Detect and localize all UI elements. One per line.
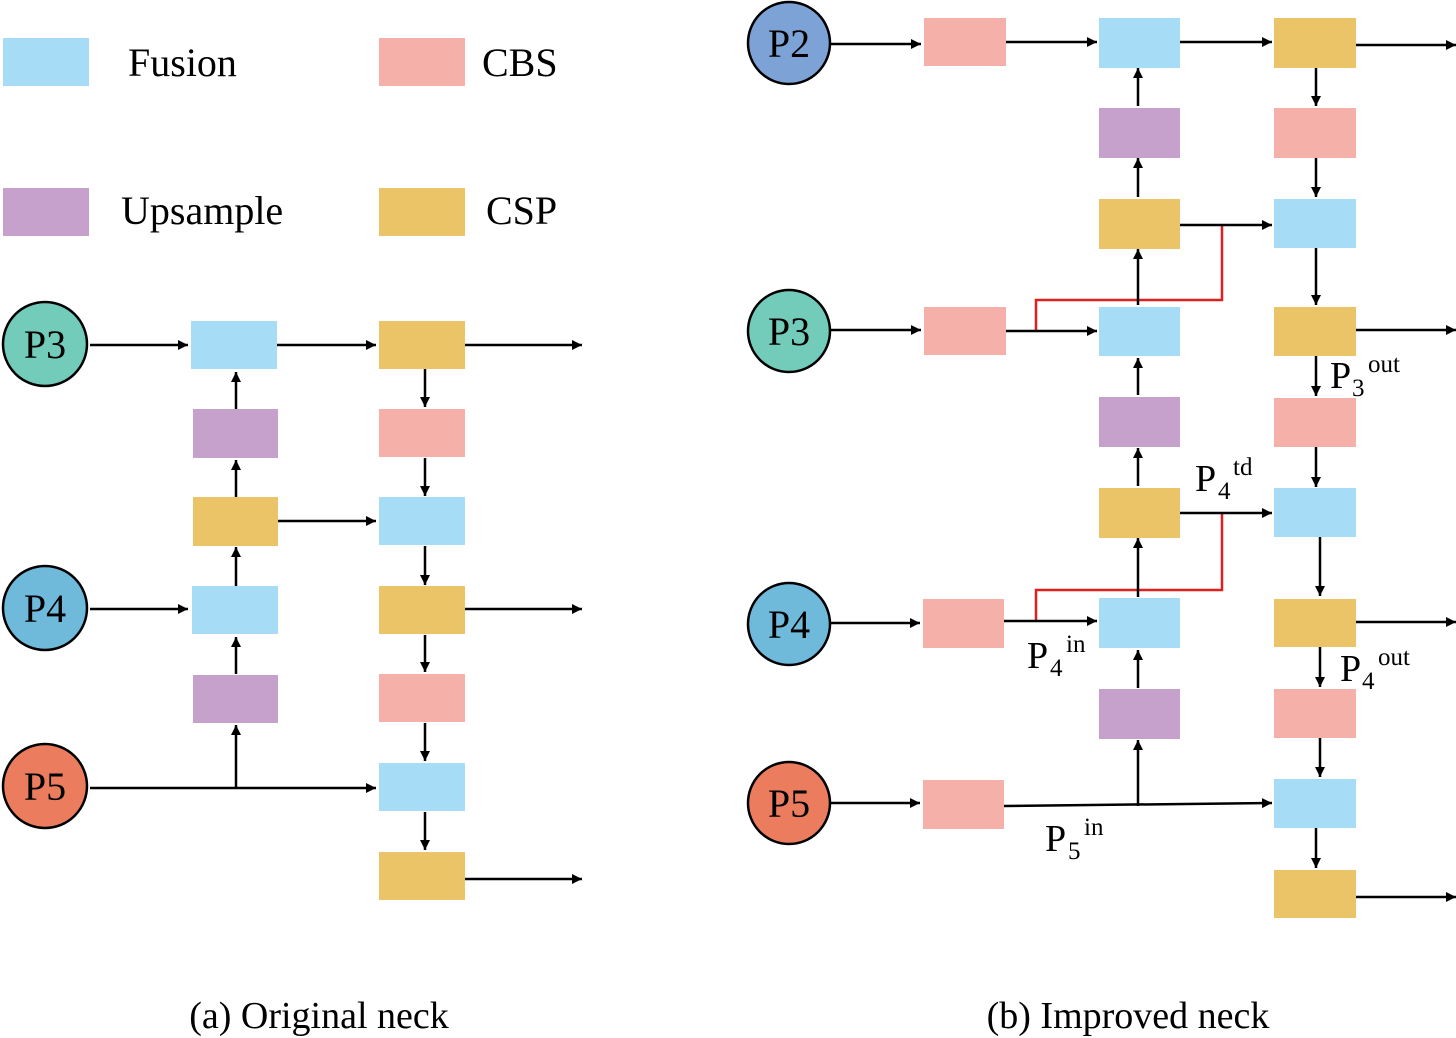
improved-neck-red-paths bbox=[1034, 225, 1224, 621]
cbs-block bbox=[923, 780, 1004, 829]
p3-input-node bbox=[746, 288, 832, 374]
p3-out-label: P 3 out bbox=[1330, 351, 1400, 402]
p4-in-label: P 4 in bbox=[1027, 631, 1086, 682]
fusion-block bbox=[1274, 488, 1356, 537]
svg-text:4: 4 bbox=[1050, 655, 1063, 682]
csp-block bbox=[1274, 870, 1356, 918]
improved-neck-nodes: P2 P3 P4 P5 bbox=[746, 0, 832, 846]
legend-fusion-label: Fusion bbox=[128, 40, 237, 85]
cbs-block bbox=[1274, 689, 1356, 738]
svg-text:in: in bbox=[1084, 814, 1104, 841]
p4-out-label: P 4 out bbox=[1340, 644, 1410, 695]
svg-text:4: 4 bbox=[1218, 478, 1231, 505]
upsample-block bbox=[1099, 397, 1180, 447]
csp-block bbox=[1274, 18, 1356, 68]
p5-node-label: P5 bbox=[768, 781, 810, 826]
original-neck-caption: (a) Original neck bbox=[189, 995, 449, 1037]
p3-node-label: P3 bbox=[768, 309, 810, 354]
upsample-block bbox=[193, 675, 278, 723]
p3-input-node bbox=[1, 300, 89, 388]
legend-upsample-swatch bbox=[3, 188, 89, 236]
csp-block bbox=[1274, 307, 1356, 356]
improved-neck-blocks bbox=[923, 18, 1356, 918]
csp-block bbox=[1099, 488, 1180, 538]
svg-text:P: P bbox=[1045, 818, 1066, 860]
svg-text:in: in bbox=[1066, 631, 1086, 658]
legend-csp-swatch bbox=[379, 188, 465, 236]
fusion-block bbox=[379, 497, 465, 545]
cbs-block bbox=[379, 409, 465, 457]
p5-in-label: P 5 in bbox=[1045, 814, 1104, 865]
cbs-block bbox=[923, 599, 1004, 648]
csp-block bbox=[1099, 199, 1180, 249]
p3-node-label: P3 bbox=[24, 322, 66, 367]
p5-node-label: P5 bbox=[24, 764, 66, 809]
p5-input-node bbox=[746, 760, 832, 846]
upsample-block bbox=[193, 409, 278, 458]
legend-fusion-swatch bbox=[3, 38, 89, 86]
original-neck-blocks bbox=[191, 321, 465, 900]
p5-input-node bbox=[1, 742, 89, 830]
cbs-block bbox=[924, 18, 1006, 66]
cbs-block bbox=[379, 674, 465, 722]
csp-block bbox=[379, 852, 465, 900]
csp-block bbox=[379, 586, 465, 634]
svg-text:4: 4 bbox=[1362, 668, 1375, 695]
svg-text:P: P bbox=[1340, 648, 1361, 690]
p4-node-label: P4 bbox=[24, 586, 66, 631]
fusion-block bbox=[1274, 199, 1356, 248]
legend: Fusion CBS Upsample CSP bbox=[3, 38, 558, 236]
fusion-block bbox=[1099, 598, 1180, 648]
fusion-block bbox=[379, 763, 465, 811]
original-neck-nodes: P3 P4 P5 bbox=[1, 300, 89, 830]
svg-text:out: out bbox=[1368, 351, 1400, 378]
svg-text:P: P bbox=[1027, 635, 1048, 677]
improved-neck-feature-labels: P 3 out P 4 td P 4 in P 4 out P 5 in bbox=[1027, 351, 1410, 865]
fusion-block bbox=[192, 586, 278, 634]
p2-input-node bbox=[746, 0, 832, 86]
svg-text:out: out bbox=[1378, 644, 1410, 671]
cbs-block bbox=[1274, 398, 1356, 447]
upsample-block bbox=[1099, 108, 1180, 158]
legend-cbs-label: CBS bbox=[482, 40, 558, 85]
improved-neck-caption: (b) Improved neck bbox=[987, 995, 1270, 1037]
svg-text:P: P bbox=[1195, 458, 1216, 500]
fusion-block bbox=[1099, 307, 1180, 356]
legend-cbs-swatch bbox=[379, 38, 465, 86]
legend-upsample-label: Upsample bbox=[121, 188, 283, 233]
csp-block bbox=[379, 321, 465, 369]
svg-text:5: 5 bbox=[1068, 838, 1081, 865]
cbs-block bbox=[1274, 108, 1356, 158]
original-neck bbox=[90, 340, 582, 884]
cbs-block bbox=[924, 307, 1006, 355]
svg-text:td: td bbox=[1233, 454, 1253, 481]
p4-node-label: P4 bbox=[768, 602, 810, 647]
fusion-block bbox=[191, 321, 277, 369]
csp-block bbox=[1274, 599, 1356, 647]
svg-text:3: 3 bbox=[1352, 375, 1365, 402]
legend-csp-label: CSP bbox=[486, 188, 557, 233]
fusion-block bbox=[1274, 779, 1356, 828]
p4-input-node bbox=[1, 564, 89, 652]
upsample-block bbox=[1099, 689, 1180, 739]
p4-td-label: P 4 td bbox=[1195, 454, 1253, 505]
improved-neck-arrows bbox=[830, 37, 1456, 902]
p4-input-node bbox=[746, 581, 832, 667]
csp-block bbox=[193, 497, 278, 546]
svg-text:P: P bbox=[1330, 355, 1351, 397]
p2-node-label: P2 bbox=[768, 21, 810, 66]
fusion-block bbox=[1099, 18, 1180, 68]
